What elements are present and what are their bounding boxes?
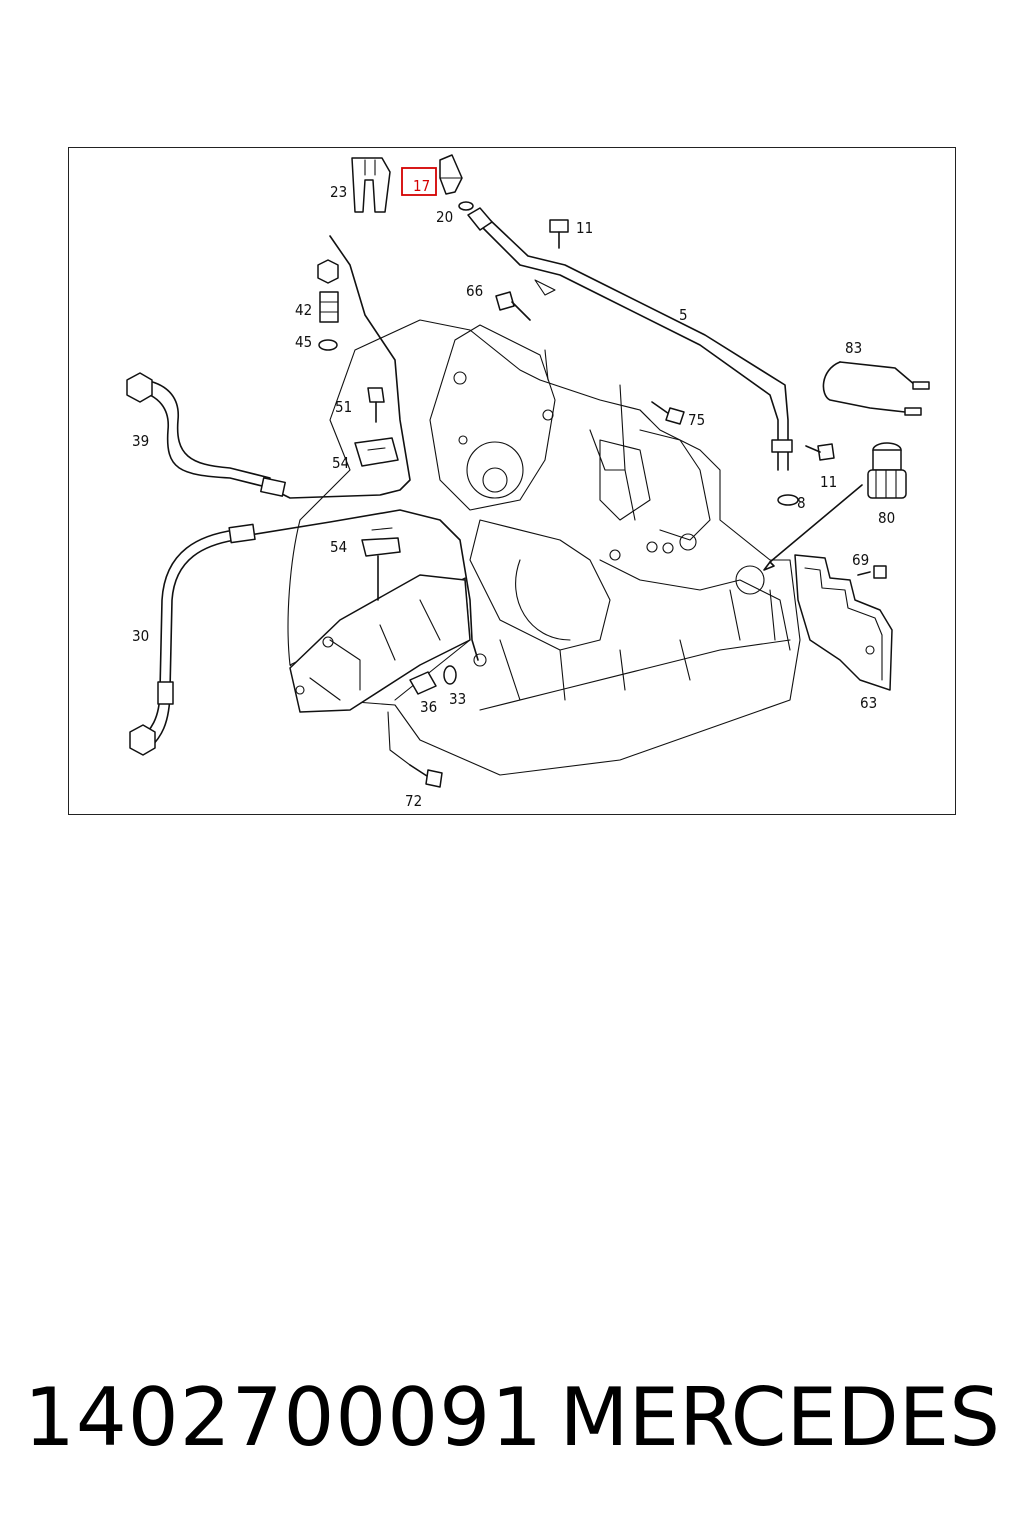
bolts bbox=[367, 219, 887, 788]
part-number: 1402700091 bbox=[24, 1371, 543, 1464]
callout-labels: 23 17 20 11 66 5 42 45 83 51 75 39 54 8 … bbox=[132, 177, 895, 810]
callout-8: 8 bbox=[797, 494, 806, 512]
callout-23: 23 bbox=[330, 183, 347, 201]
leader-lines bbox=[387, 409, 651, 766]
callout-69: 69 bbox=[852, 551, 869, 569]
callout-5: 5 bbox=[679, 306, 688, 324]
callout-54-upper: 54 bbox=[332, 454, 349, 472]
callout-51: 51 bbox=[335, 398, 352, 416]
pipe-5 bbox=[479, 219, 793, 471]
part-42-45-fitting bbox=[317, 259, 339, 351]
callout-17[interactable]: 17 bbox=[413, 177, 430, 195]
callout-63: 63 bbox=[860, 694, 877, 712]
callout-45: 45 bbox=[295, 333, 312, 351]
part-36-33-plug bbox=[409, 665, 457, 695]
part-23-clip bbox=[351, 157, 391, 213]
pipe-39 bbox=[126, 235, 411, 499]
footer: 1402700091 MERCEDES bbox=[0, 1368, 1024, 1468]
callout-11-top: 11 bbox=[576, 219, 593, 237]
part-17-sensor bbox=[439, 154, 463, 195]
callout-72: 72 bbox=[405, 792, 422, 810]
diagram-frame bbox=[68, 147, 956, 815]
part-20-oring bbox=[458, 201, 493, 231]
part-83-wire bbox=[822, 361, 930, 416]
part-63-gasket bbox=[794, 554, 893, 691]
highlight-box-17 bbox=[401, 167, 437, 196]
part-54-clips bbox=[354, 437, 401, 601]
callout-83: 83 bbox=[845, 339, 862, 357]
callout-80: 80 bbox=[878, 509, 895, 527]
callout-30: 30 bbox=[132, 627, 149, 645]
callout-11-right: 11 bbox=[820, 473, 837, 491]
callout-75: 75 bbox=[688, 411, 705, 429]
callout-20: 20 bbox=[436, 208, 453, 226]
callout-33: 33 bbox=[449, 690, 466, 708]
callout-66: 66 bbox=[466, 282, 483, 300]
callout-36: 36 bbox=[420, 698, 437, 716]
mount-bracket bbox=[289, 574, 471, 713]
part-8-oring bbox=[777, 494, 799, 506]
brand-name: MERCEDES bbox=[559, 1371, 1000, 1464]
callout-54-lower: 54 bbox=[330, 538, 347, 556]
part-80-sensor bbox=[763, 442, 907, 571]
callout-39: 39 bbox=[132, 432, 149, 450]
pipe-30 bbox=[129, 509, 487, 756]
callout-42: 42 bbox=[295, 301, 312, 319]
